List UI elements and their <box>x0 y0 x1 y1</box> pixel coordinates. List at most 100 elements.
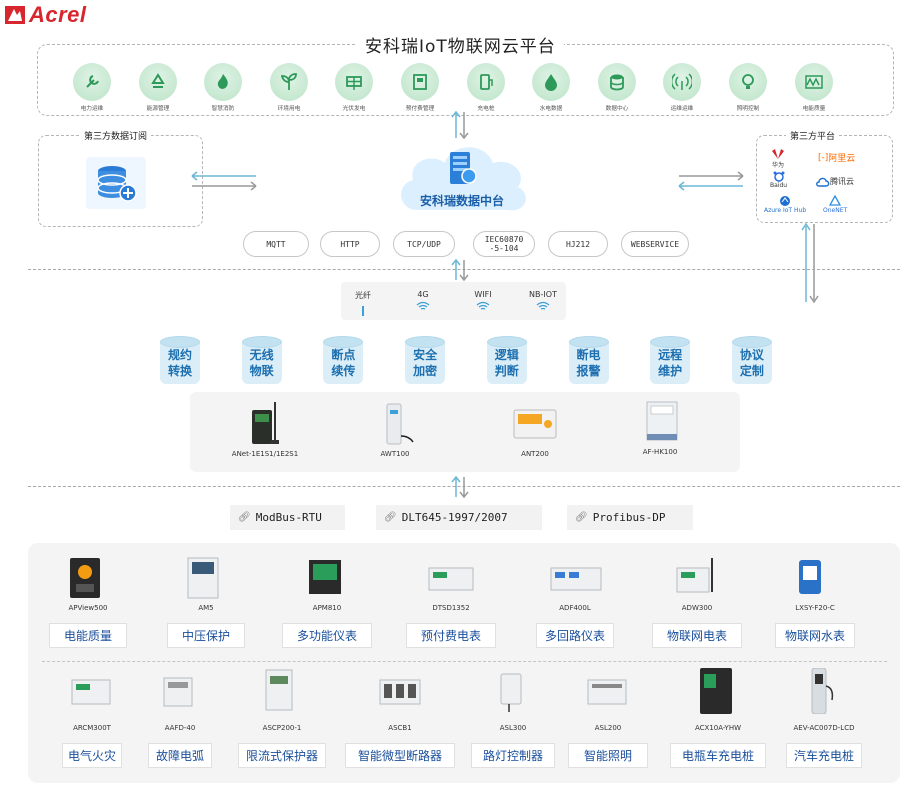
wifi-icon <box>536 301 550 310</box>
water-drop-icon <box>545 74 558 91</box>
module-label: 电力运维 <box>80 105 104 112</box>
module-circle <box>794 63 833 101</box>
cylinder-body <box>731 342 772 384</box>
protocol-pill: IEC60870 -5-104 <box>473 231 535 257</box>
device-image-icon <box>163 677 193 707</box>
device-image <box>789 556 843 606</box>
device-model: ARCM300T <box>73 724 111 732</box>
database-add-icon <box>97 166 137 202</box>
cylinder-body <box>650 342 691 384</box>
feature-label: 远程 维护 <box>658 348 683 378</box>
module-label: 能源管理 <box>146 105 169 112</box>
device-category-tag[interactable]: 多功能仪表 <box>282 623 372 648</box>
device-image-icon <box>379 679 421 705</box>
device-model: ACX10A-YHW <box>694 724 742 732</box>
module-label: 预付费管理 <box>405 105 435 112</box>
device-category-tag[interactable]: 电能质量 <box>49 623 127 648</box>
feature-cylinder: 安全 加密 <box>405 336 446 384</box>
device-category-tag[interactable]: 电瓶车充电桩 <box>670 743 766 768</box>
module-waveform[interactable]: 电能质量 <box>784 63 844 112</box>
module-database[interactable]: 数据中心 <box>587 63 647 112</box>
device-image-icon <box>187 557 219 599</box>
device-category-tag[interactable]: 多回路仪表 <box>536 623 614 648</box>
cloud-comm-arrows <box>451 258 469 282</box>
iot-platform-box: 电力运维 能源管理 智慧消防 环境用电光伏发电 预付费管理 充电桩水电数据 数据中心 运维运维… <box>37 44 894 116</box>
device-image-icon <box>70 558 100 598</box>
module-recycle[interactable]: 能源管理 <box>128 63 188 112</box>
aliyun-logo: [-]阿里云 <box>818 152 856 165</box>
module-label: 运维运维 <box>670 105 694 112</box>
module-label: 电能质量 <box>802 105 825 112</box>
link-icon: 🔗︎ <box>384 512 397 523</box>
device-image-icon <box>500 673 522 712</box>
azure-logo: Azure IoT Hub <box>764 195 806 214</box>
third-party-arrows <box>678 171 744 191</box>
cylinder-top <box>568 336 609 348</box>
device-category-tag[interactable]: 智能照明 <box>568 743 648 768</box>
device-model: ASL200 <box>594 724 622 732</box>
module-plant[interactable]: 环境用电 <box>259 63 319 112</box>
module-circle <box>597 63 636 101</box>
module-flame[interactable]: 智慧消防 <box>193 63 253 112</box>
acrel-logo-icon <box>5 6 25 24</box>
device-image-icon <box>265 669 293 711</box>
baidu-logo: Baidu <box>770 170 787 189</box>
comm-nbiot: NB-IOT <box>518 290 568 313</box>
bulb-icon <box>742 74 754 89</box>
bus-profibus: 🔗︎Profibus-DP <box>567 505 693 530</box>
device-model: LXSY-F20-C <box>795 604 835 612</box>
device-category-tag[interactable]: 电气火灾 <box>62 743 122 768</box>
device-category-tag[interactable]: 汽车充电桩 <box>786 743 862 768</box>
module-solar[interactable]: 光伏发电 <box>324 63 384 112</box>
device-image-icon <box>550 567 602 591</box>
cylinder-top <box>241 336 282 348</box>
protocol-pill: HJ212 <box>548 231 608 257</box>
gateway-router-image <box>252 402 279 444</box>
device-image-icon <box>71 679 111 705</box>
feature-label: 协议 定制 <box>739 348 764 378</box>
device-category-tag[interactable]: 智能微型断路器 <box>345 743 455 768</box>
feature-label: 无线 物联 <box>249 348 274 378</box>
module-label: 数据中心 <box>605 105 629 112</box>
cylinder-body <box>160 342 200 384</box>
device-category-tag[interactable]: 预付费电表 <box>406 623 496 648</box>
gateway-anet: ANet-1E1S1/1E2S1 <box>225 400 305 458</box>
device-category-tag[interactable]: 物联网电表 <box>652 623 742 648</box>
module-charger[interactable]: 充电桩 <box>456 63 516 112</box>
comm-fiber: 光纤 <box>338 290 388 316</box>
module-label: 智慧消防 <box>211 105 235 112</box>
module-label: 光伏发电 <box>342 105 366 112</box>
cylinder-body <box>241 342 282 384</box>
device-model: ASCB1 <box>388 724 412 732</box>
module-wrench[interactable]: 电力运维 <box>62 63 122 112</box>
module-bulb[interactable]: 照明控制 <box>718 63 778 112</box>
feature-cylinder: 协议 定制 <box>731 336 772 384</box>
cylinder-body <box>323 342 364 384</box>
device-image <box>425 556 479 606</box>
device-category-tag[interactable]: 物联网水表 <box>775 623 855 648</box>
device-category-tag[interactable]: 路灯控制器 <box>471 743 555 768</box>
device-category-tag[interactable]: 中压保护 <box>167 623 245 648</box>
device-image <box>798 667 852 718</box>
device-category-tag[interactable]: 故障电弧 <box>148 743 212 768</box>
device-category-tag[interactable]: 限流式保护器 <box>238 743 326 768</box>
device-model: ASCP200-1 <box>262 724 302 732</box>
feature-label: 逻辑 判断 <box>494 348 519 378</box>
subscription-arrows <box>191 171 257 191</box>
device-image-icon <box>428 567 474 591</box>
baidu-icon <box>773 171 785 182</box>
device-model: ADF400L <box>559 604 591 612</box>
module-label: 水电数据 <box>539 105 563 112</box>
module-card[interactable]: 预付费管理 <box>390 63 450 112</box>
gateway-afhk100: AF-HK100 <box>625 398 695 456</box>
data-center-label: 安科瑞数据中台 <box>420 194 505 208</box>
protocol-pill: MQTT <box>243 231 309 257</box>
onenet-icon <box>829 195 842 206</box>
device-model: AM5 <box>198 604 214 612</box>
module-signal[interactable]: 运维运维 <box>652 63 712 112</box>
device-image <box>374 668 428 718</box>
module-circle <box>204 63 243 101</box>
device-image-icon <box>700 668 732 714</box>
cylinder-top <box>731 336 772 348</box>
module-water-drop[interactable]: 水电数据 <box>521 63 581 112</box>
